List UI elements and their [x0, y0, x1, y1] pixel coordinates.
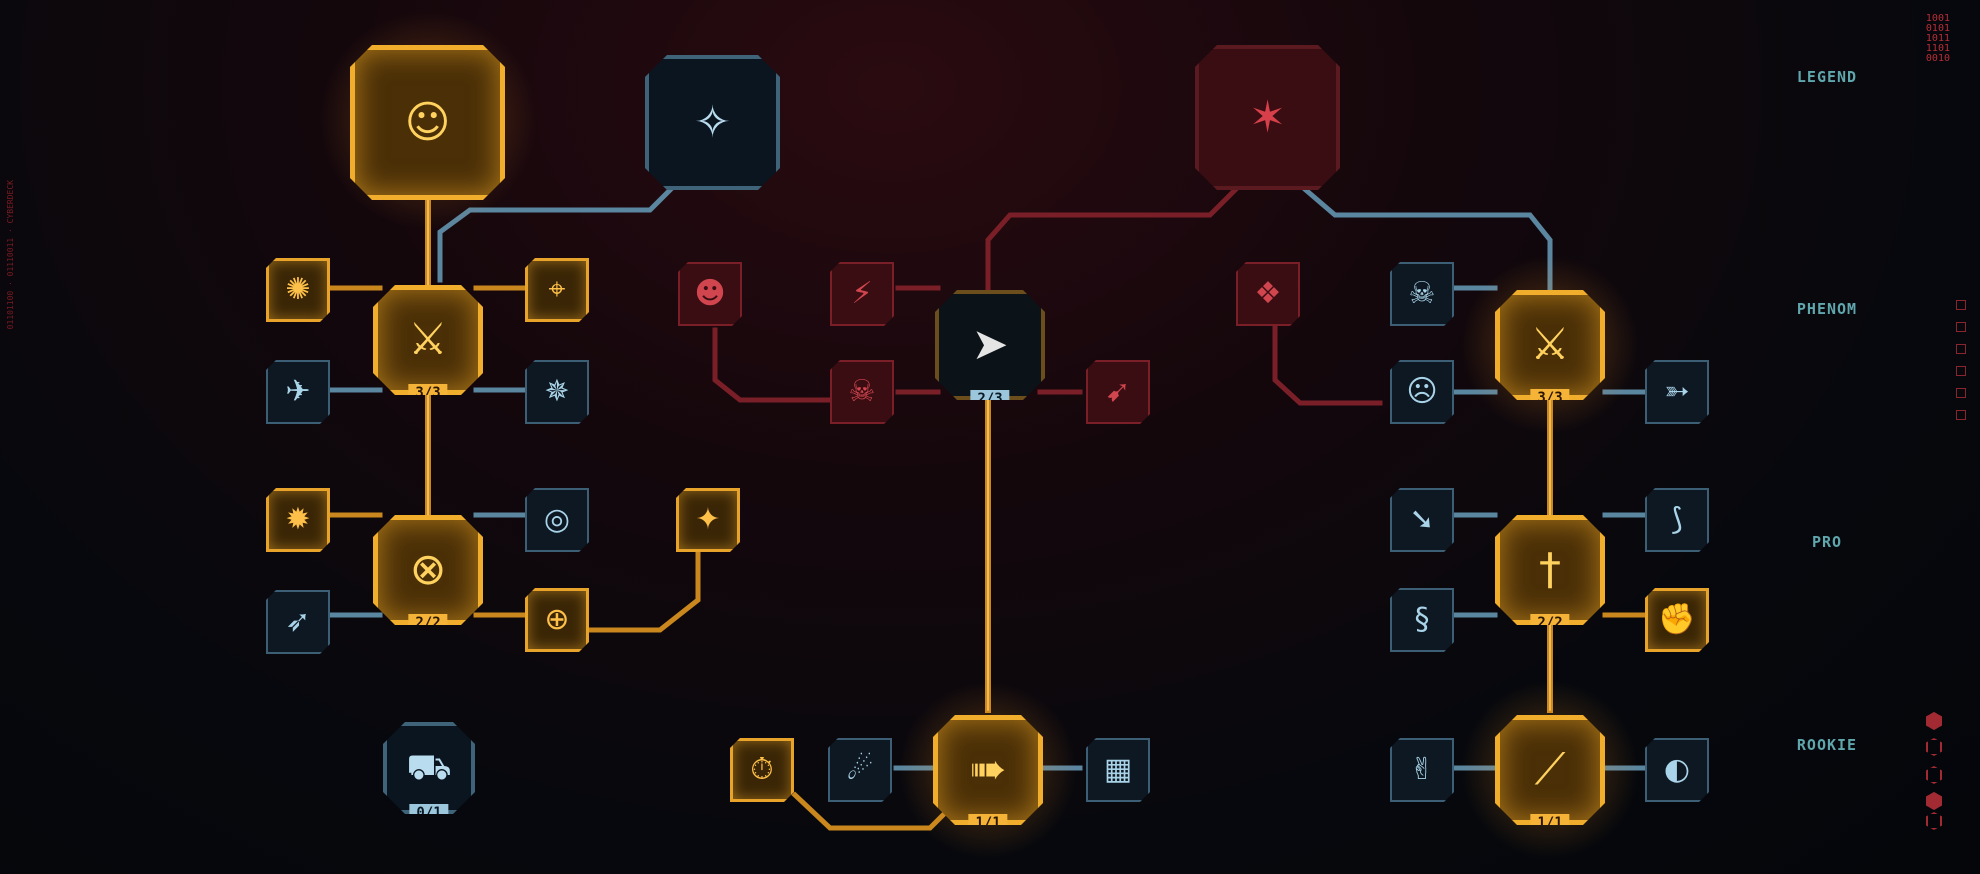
side-marker-icon: [1956, 410, 1966, 420]
perk-right-phenom-l1[interactable]: ☠: [1390, 262, 1454, 326]
hooded-face-icon: ◐: [1663, 752, 1691, 787]
perk-right-pro-l2[interactable]: §: [1390, 588, 1454, 652]
perk-center-phenom-l2[interactable]: ⚡: [830, 262, 894, 326]
perk-center-phenom-l3[interactable]: ☠: [830, 360, 894, 424]
scope-lens-icon: ◎: [543, 502, 571, 537]
perk-right-rookie-l1[interactable]: ✌: [1390, 738, 1454, 802]
tier-label-legend: LEGEND: [1796, 68, 1858, 86]
skull-dagger-icon: ☠: [1408, 276, 1436, 311]
prone-shooter-icon: ➶: [285, 604, 311, 639]
blade-throw-icon: ➳: [1664, 374, 1690, 409]
side-marker-icon: [1956, 344, 1966, 354]
perk-center-phenom[interactable]: ➤ 2/3: [935, 290, 1045, 400]
perk-left-pro[interactable]: ⊗ 2/2: [373, 515, 483, 625]
binary-readout: 1001 0101 1011 1101 0010: [1925, 13, 1950, 64]
sword-strike-icon: †: [1539, 544, 1561, 595]
dash-kick-icon: ➤: [971, 319, 1009, 370]
perk-right-phenom-r1[interactable]: ➳: [1645, 360, 1709, 424]
tier-label-pro: PRO: [1811, 533, 1843, 551]
perk-right-legend[interactable]: ✶: [1195, 45, 1340, 190]
perk-right-rookie[interactable]: ⟋ 1/1: [1495, 715, 1605, 825]
tier-label-phenom: PHENOM: [1796, 300, 1858, 318]
hex-indicator-icon: [1926, 766, 1942, 784]
perk-right-rookie-r1[interactable]: ◐: [1645, 738, 1709, 802]
perk-right-phenom-l2[interactable]: ❖: [1236, 262, 1300, 326]
running-shooter-icon: ✈: [285, 374, 311, 409]
blades-burst-icon: ✶: [1249, 91, 1286, 143]
side-marker-icon: [1956, 300, 1966, 310]
katana-slash-icon: ⟋: [1534, 744, 1566, 795]
hex-indicator-icon: [1926, 792, 1942, 810]
masked-face-icon: ☹: [1406, 374, 1438, 409]
perk-left-pro-tl[interactable]: ✹: [266, 488, 330, 552]
tier-label-rookie: ROOKIE: [1796, 736, 1858, 754]
timer-runner-icon: ⏱: [750, 752, 774, 787]
perk-left-phenom-tl[interactable]: ✺: [266, 258, 330, 322]
perk-left-pro-br[interactable]: ⊕: [525, 588, 589, 652]
dash-strike-icon: ➹: [1105, 374, 1131, 409]
hex-indicator-icon: [1926, 712, 1942, 730]
perk-right-pro[interactable]: † 2/2: [1495, 515, 1605, 625]
serpent-icon: §: [1414, 602, 1430, 637]
hex-indicator-icon: [1926, 812, 1942, 830]
side-marker-icon: [1956, 366, 1966, 376]
leap-icon: ⚡: [851, 276, 873, 311]
car-icon: ⛟: [406, 747, 452, 788]
perk-left-phenom-tr[interactable]: ⌖: [525, 258, 589, 322]
shadow-figure-icon: ❖: [1254, 276, 1282, 311]
perk-center-rookie-l1[interactable]: ☄: [828, 738, 892, 802]
perk-center-rookie-r1[interactable]: ▦: [1086, 738, 1150, 802]
perk-right-pro-r2[interactable]: ✊: [1645, 588, 1709, 652]
sniper-kneeling-icon: ✧: [694, 96, 731, 148]
sprint-icon: ➠: [969, 744, 1007, 795]
perk-center-phenom-r1[interactable]: ➹: [1086, 360, 1150, 424]
face-portrait-icon: ☻: [694, 276, 726, 311]
perk-left-pro-far[interactable]: ✦: [676, 488, 740, 552]
perk-left-phenom-br[interactable]: ✵: [525, 360, 589, 424]
perk-left-phenom[interactable]: ⚔ 3/3: [373, 285, 483, 395]
perk-right-pro-r1[interactable]: ⟆: [1645, 488, 1709, 552]
brawl-icon: ✊: [1658, 602, 1696, 637]
side-marker-icon: [1956, 388, 1966, 398]
gunslinger-icon: ⚔: [408, 314, 448, 365]
perk-right-phenom[interactable]: ⚔ 3/3: [1495, 290, 1605, 400]
perk-center-rookie-l2[interactable]: ⏱: [730, 738, 794, 802]
blade-fall-icon: ➘: [1409, 502, 1435, 537]
perk-left-legend[interactable]: ☺: [350, 45, 505, 200]
wall-breach-icon: ▦: [1103, 752, 1133, 787]
perk-right-phenom-l3[interactable]: ☹: [1390, 360, 1454, 424]
grapple-icon: ✌: [1409, 752, 1435, 787]
perk-left-phenom-bl[interactable]: ✈: [266, 360, 330, 424]
crosshair-icon: ⊕: [544, 602, 570, 637]
crosshair-target-icon: ⊗: [409, 544, 447, 595]
explosion-icon: ✺: [285, 272, 311, 307]
hex-indicator-icon: [1926, 738, 1942, 756]
bullet-burst-icon: ✦: [695, 502, 721, 537]
figure-burst-icon: ✵: [544, 374, 570, 409]
side-marker-icon: [1956, 322, 1966, 332]
skull-target-icon: ☠: [848, 374, 876, 409]
side-hud-text: 01101100 · 01110011 · CYBERDECK: [6, 180, 15, 330]
perk-center-phenom-l1[interactable]: ☻: [678, 262, 742, 326]
perk-right-pro-l1[interactable]: ➘: [1390, 488, 1454, 552]
blast-icon: ✹: [285, 502, 311, 537]
blade-dancer-icon: ⚔: [1530, 319, 1570, 370]
perk-left-pro-bl[interactable]: ➶: [266, 590, 330, 654]
perk-left-rookie[interactable]: ⛟ 0/1: [383, 722, 475, 814]
head-silhouette-icon: ☺: [404, 96, 451, 148]
perk-center-legend[interactable]: ✧: [645, 55, 780, 190]
perk-left-pro-tr[interactable]: ◎: [525, 488, 589, 552]
hook-slash-icon: ⟆: [1671, 502, 1683, 537]
perk-center-rookie[interactable]: ➠ 1/1: [933, 715, 1043, 825]
crouch-icon: ☄: [846, 752, 874, 787]
rifle-aim-icon: ⌖: [548, 272, 566, 307]
